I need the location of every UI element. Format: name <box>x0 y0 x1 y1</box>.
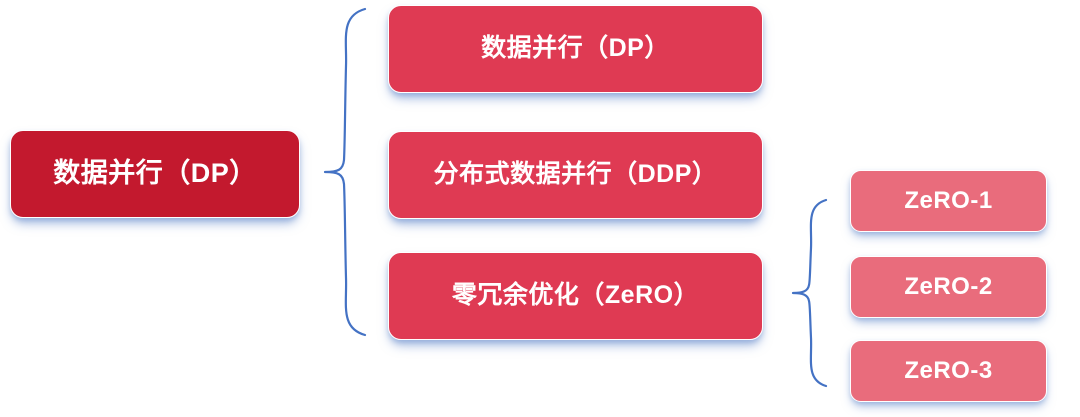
node-label: 分布式数据并行（DDP） <box>433 160 718 189</box>
node-level2-zero[interactable]: 零冗余优化（ZeRO） <box>388 252 763 340</box>
node-label: ZeRO-2 <box>904 272 993 300</box>
node-label: ZeRO-1 <box>904 186 993 214</box>
node-level2-ddp[interactable]: 分布式数据并行（DDP） <box>388 131 763 219</box>
node-root-data-parallel[interactable]: 数据并行（DP） <box>10 130 300 218</box>
node-level3-zero-3[interactable]: ZeRO-3 <box>850 340 1047 402</box>
right-brace-icon <box>791 198 828 388</box>
node-label: 零冗余优化（ZeRO） <box>451 281 700 310</box>
node-label: ZeRO-3 <box>904 356 993 384</box>
node-level3-zero-2[interactable]: ZeRO-2 <box>850 256 1047 318</box>
node-label: 数据并行（DP） <box>481 34 670 63</box>
node-level2-dp[interactable]: 数据并行（DP） <box>388 5 763 93</box>
node-label: 数据并行（DP） <box>53 158 257 189</box>
node-level3-zero-1[interactable]: ZeRO-1 <box>850 170 1047 232</box>
left-brace-icon <box>323 7 367 337</box>
